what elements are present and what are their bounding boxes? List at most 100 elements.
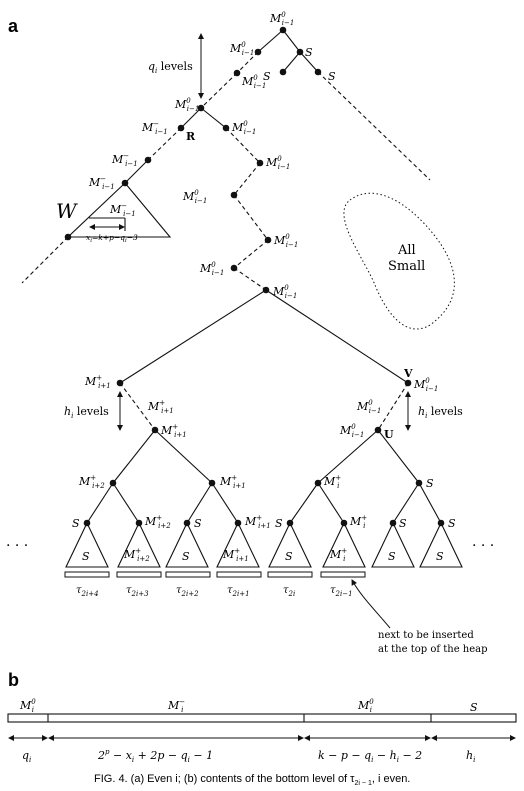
tree-node: [314, 479, 322, 487]
label-U: U: [384, 428, 394, 441]
svg-text:M0i−1: M0i−1: [231, 120, 256, 136]
tau-boxes: [64, 571, 366, 578]
svg-text:M0i−1: M0i−1: [174, 97, 199, 113]
svg-text:S: S: [305, 46, 313, 59]
svg-text:M0i−1: M0i−1: [272, 284, 297, 300]
leaf-triangles: [65, 521, 463, 568]
tree-node: [177, 124, 185, 132]
figure-caption: FIG. 4. (a) Even i; (b) contents of the …: [94, 773, 410, 787]
svg-text:S: S: [328, 70, 336, 83]
panel-b-label: b: [8, 670, 19, 690]
tree-node: [254, 48, 262, 56]
tree-node: [208, 479, 216, 487]
svg-text:S: S: [426, 477, 434, 490]
svg-text:M+i+1: M+i+1: [147, 399, 174, 415]
svg-text:M−i: M−i: [167, 698, 185, 714]
leaf-triangle: [65, 521, 109, 568]
tree-node: [404, 379, 412, 387]
svg-text:τ2i+3: τ2i+3: [126, 585, 149, 598]
svg-text:M+i+1: M+i+1: [219, 474, 246, 490]
tau-box: [216, 571, 262, 578]
tau-box: [64, 571, 110, 578]
svg-text:M+i+2: M+i+2: [144, 514, 171, 530]
label-V: V: [403, 367, 413, 380]
tree-node: [234, 519, 242, 527]
tree-node: [144, 156, 152, 164]
tree-node: [437, 519, 445, 527]
svg-text:S: S: [263, 70, 271, 83]
svg-text:M+i+2: M+i+2: [78, 474, 105, 490]
tree-node: [286, 519, 294, 527]
svg-text:M0i: M0i: [357, 698, 374, 714]
tree-node: [222, 124, 230, 132]
tree-node: [296, 48, 304, 56]
svg-text:τ2i+2: τ2i+2: [176, 585, 199, 598]
tree-node: [340, 519, 348, 527]
svg-text:τ2i+1: τ2i+1: [227, 585, 250, 598]
tau-box: [320, 571, 366, 578]
svg-text:M+i+2: M+i+2: [123, 547, 150, 563]
tree-node: [374, 426, 382, 434]
tree-node: [389, 519, 397, 527]
tree-node: [64, 233, 72, 241]
hi-levels-label-left: hi levels: [64, 405, 109, 420]
svg-text:S: S: [388, 550, 396, 563]
leaf-triangle: [322, 521, 366, 568]
next-inserted-label: next to be inserted: [378, 630, 474, 641]
svg-text:S: S: [194, 517, 202, 530]
tau-labels: τ2i+4 τ2i+3 τ2i+2 τ2i+1 τ2i τ2i−1: [76, 585, 353, 598]
svg-text:M0i−1: M0i−1: [199, 261, 224, 277]
tree-node: [197, 104, 205, 112]
svg-text:τ2i+4: τ2i+4: [76, 585, 99, 598]
svg-text:M0i−1: M0i−1: [273, 233, 298, 249]
bar-width-labels: qi 2p − xi + 2p − qi − 1 k − p − qi − hi…: [22, 748, 475, 764]
svg-text:M+i+1: M+i+1: [84, 374, 111, 390]
leaf-triangle: [216, 521, 260, 568]
next-inserted-label: at the top of the heap: [378, 644, 488, 655]
label-W: W: [56, 199, 78, 223]
all-small-label: Small: [388, 259, 425, 274]
svg-text:S: S: [285, 550, 293, 563]
svg-text:M+i: M+i: [323, 474, 341, 490]
next-inserted-arrow: [351, 579, 391, 629]
tree-node: [415, 479, 423, 487]
svg-text:M+i: M+i: [329, 547, 347, 563]
svg-text:M−i−1: M−i−1: [141, 120, 168, 136]
svg-text:τ2i: τ2i: [283, 585, 295, 598]
tau-box: [267, 571, 313, 578]
tree-node: [116, 379, 124, 387]
qi-levels-label: qi levels: [148, 60, 193, 75]
leaf-triangle: [419, 521, 463, 568]
svg-text:M−i−1: M−i−1: [88, 175, 115, 191]
svg-text:S: S: [436, 550, 444, 563]
tree-node: [314, 68, 322, 76]
leaf-triangle: [371, 521, 415, 568]
svg-text:2p − xi + 2p − qi − 1: 2p − xi + 2p − qi − 1: [97, 748, 213, 764]
xi-formula: xi=k+p−qi−3: [86, 233, 138, 244]
svg-text:qi: qi: [22, 749, 31, 764]
svg-text:M0i−1: M0i−1: [241, 74, 266, 90]
all-small-region: [343, 192, 455, 330]
tree-node: [109, 479, 117, 487]
svg-text:S: S: [470, 701, 478, 714]
tree-node: [230, 191, 238, 199]
svg-text:S: S: [275, 517, 283, 530]
svg-text:k − p − qi − hi − 2: k − p − qi − hi − 2: [318, 749, 422, 764]
tree-node: [279, 26, 287, 34]
svg-text:M0i−1: M0i−1: [229, 41, 254, 57]
svg-text:M0i−1: M0i−1: [182, 189, 207, 205]
svg-text:S: S: [182, 550, 190, 563]
tree-nodes: [64, 26, 445, 527]
svg-text:M0i: M0i: [19, 698, 36, 714]
svg-text:hi: hi: [466, 749, 475, 764]
svg-text:M0i−1: M0i−1: [339, 423, 364, 439]
ellipsis-right: . . .: [472, 534, 494, 550]
svg-text:τ2i−1: τ2i−1: [330, 585, 353, 598]
all-small-label: All: [397, 243, 416, 258]
svg-text:M0i−1: M0i−1: [265, 155, 290, 171]
svg-text:S: S: [399, 517, 407, 530]
leaf-triangle: [117, 521, 161, 568]
svg-text:M+i+1: M+i+1: [222, 547, 249, 563]
tree-node: [264, 236, 272, 244]
